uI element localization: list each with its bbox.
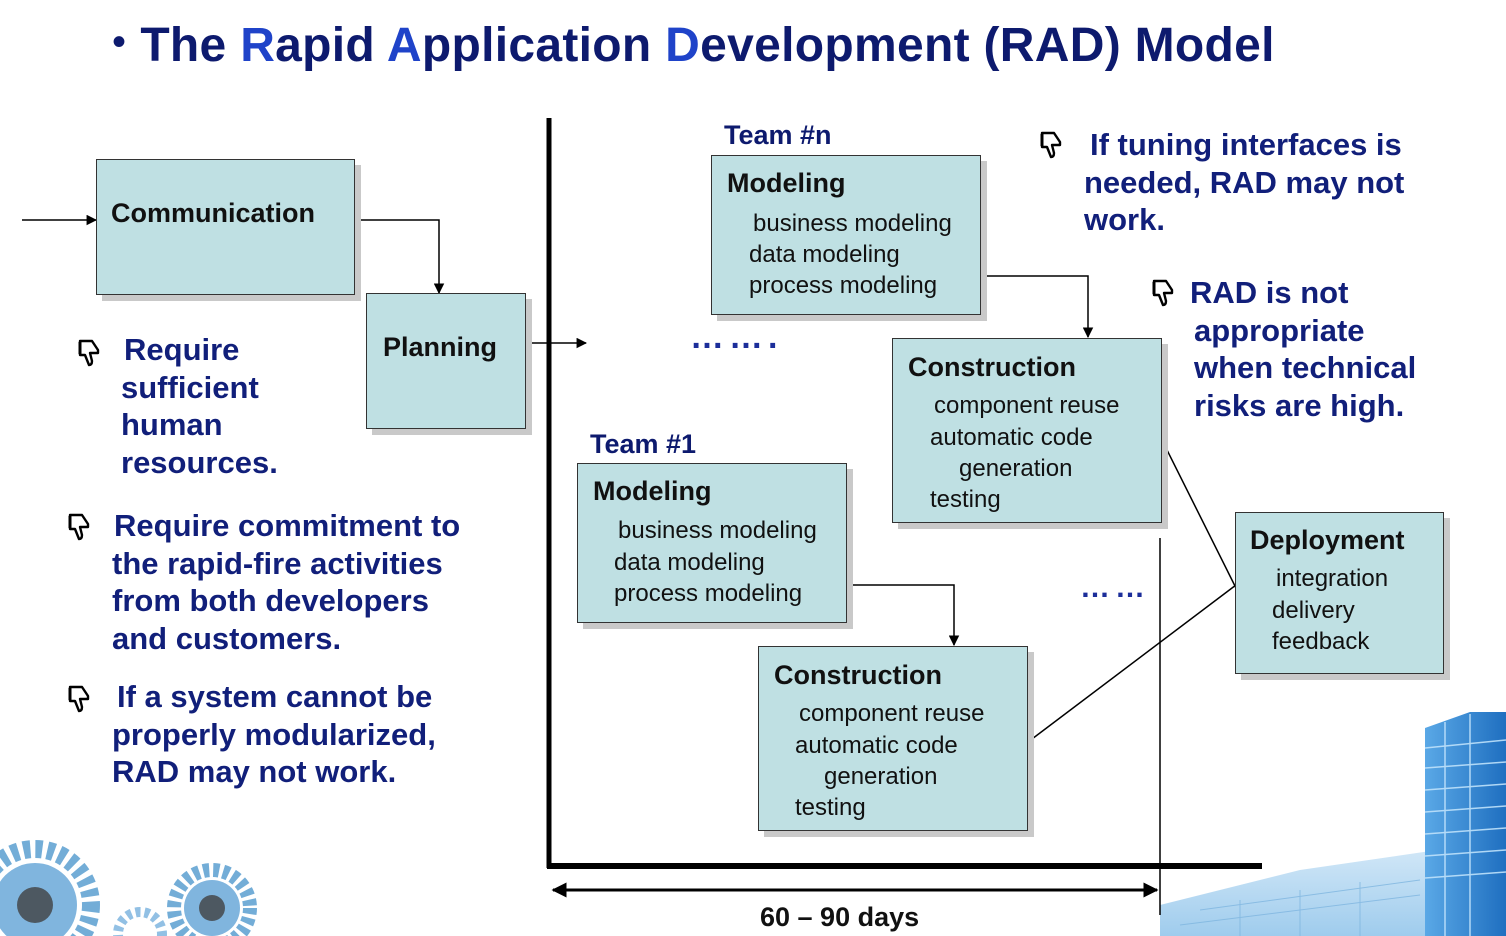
deployment-item: delivery bbox=[1272, 597, 1355, 624]
note-tuning-interfaces: If tuning interfaces is needed, RAD may … bbox=[1084, 127, 1405, 237]
gears-illustration bbox=[0, 840, 257, 936]
team-1-construction-item: generation bbox=[824, 763, 938, 790]
more-teams-ellipsis-lower: …… bbox=[1080, 571, 1150, 604]
team-1-modeling-box: Modeling business modeling data modeling… bbox=[577, 463, 847, 623]
team-n-construction-item: generation bbox=[959, 455, 1073, 482]
team-1-modeling-title: Modeling bbox=[593, 476, 712, 506]
team-1-modeling-item: data modeling bbox=[614, 549, 765, 576]
building-illustration bbox=[1160, 712, 1506, 936]
team-1-construction-item: automatic code bbox=[795, 732, 958, 759]
team-1-modeling-item: business modeling bbox=[618, 517, 817, 544]
team-1-modeling-to-construction-arrow bbox=[845, 584, 960, 647]
deployment-box: Deployment integration delivery feedback bbox=[1235, 512, 1444, 674]
team-n-modeling-box: Modeling business modeling data modeling… bbox=[711, 155, 981, 315]
team-1-construction-title: Construction bbox=[774, 660, 942, 690]
duration-label: 60 – 90 days bbox=[760, 902, 920, 932]
communication-to-planning-arrow bbox=[355, 219, 445, 295]
team-1-modeling-item: process modeling bbox=[614, 580, 803, 607]
communication-box: Communication bbox=[96, 159, 355, 295]
team-1-label: Team #1 bbox=[590, 429, 697, 459]
deployment-item: integration bbox=[1276, 565, 1389, 592]
thumbs-down-icon bbox=[1040, 131, 1062, 159]
more-teams-ellipsis: ……. bbox=[690, 318, 783, 356]
thumbs-down-icon bbox=[1152, 279, 1174, 307]
team-n-construction-title: Construction bbox=[908, 352, 1076, 382]
team-1-construction-item: component reuse bbox=[799, 700, 985, 727]
team-n-construction-item: automatic code bbox=[930, 424, 1093, 451]
thumbs-down-icon bbox=[68, 513, 90, 541]
planning-box: Planning bbox=[366, 293, 526, 429]
team-n-modeling-item: data modeling bbox=[749, 241, 900, 268]
deployment-item: feedback bbox=[1272, 628, 1370, 655]
team-n-construction-item: component reuse bbox=[934, 392, 1120, 419]
team-n-label: Team #n bbox=[724, 120, 832, 150]
communication-label: Communication bbox=[111, 198, 316, 228]
team-1-construction-to-deployment-line bbox=[1027, 584, 1237, 743]
team-n-modeling-item: process modeling bbox=[749, 272, 938, 299]
team-1-construction-box: Construction component reuse automatic c… bbox=[758, 646, 1028, 831]
team-n-construction-item: testing bbox=[930, 486, 1001, 513]
note-modularized: If a system cannot be properly modulariz… bbox=[112, 679, 436, 789]
thumbs-down-icon bbox=[68, 685, 90, 713]
team-n-modeling-to-construction-arrow bbox=[978, 275, 1094, 339]
note-human-resources: Require sufficient human resources. bbox=[121, 332, 278, 480]
team-n-construction-box: Construction component reuse automatic c… bbox=[892, 338, 1162, 523]
note-technical-risks: RAD is not appropriate when technical ri… bbox=[1190, 275, 1417, 423]
deployment-title: Deployment bbox=[1250, 525, 1405, 555]
team-n-modeling-title: Modeling bbox=[727, 168, 846, 198]
planning-label: Planning bbox=[383, 332, 497, 362]
team-n-construction-to-deployment-line bbox=[1161, 439, 1237, 589]
team-1-construction-item: testing bbox=[795, 794, 866, 821]
team-n-modeling-item: business modeling bbox=[753, 210, 952, 237]
page-title: •The Rapid Application Development (RAD)… bbox=[112, 19, 1275, 72]
note-commitment: Require commitment to the rapid-fire act… bbox=[112, 508, 461, 656]
thumbs-down-icon bbox=[78, 339, 100, 367]
